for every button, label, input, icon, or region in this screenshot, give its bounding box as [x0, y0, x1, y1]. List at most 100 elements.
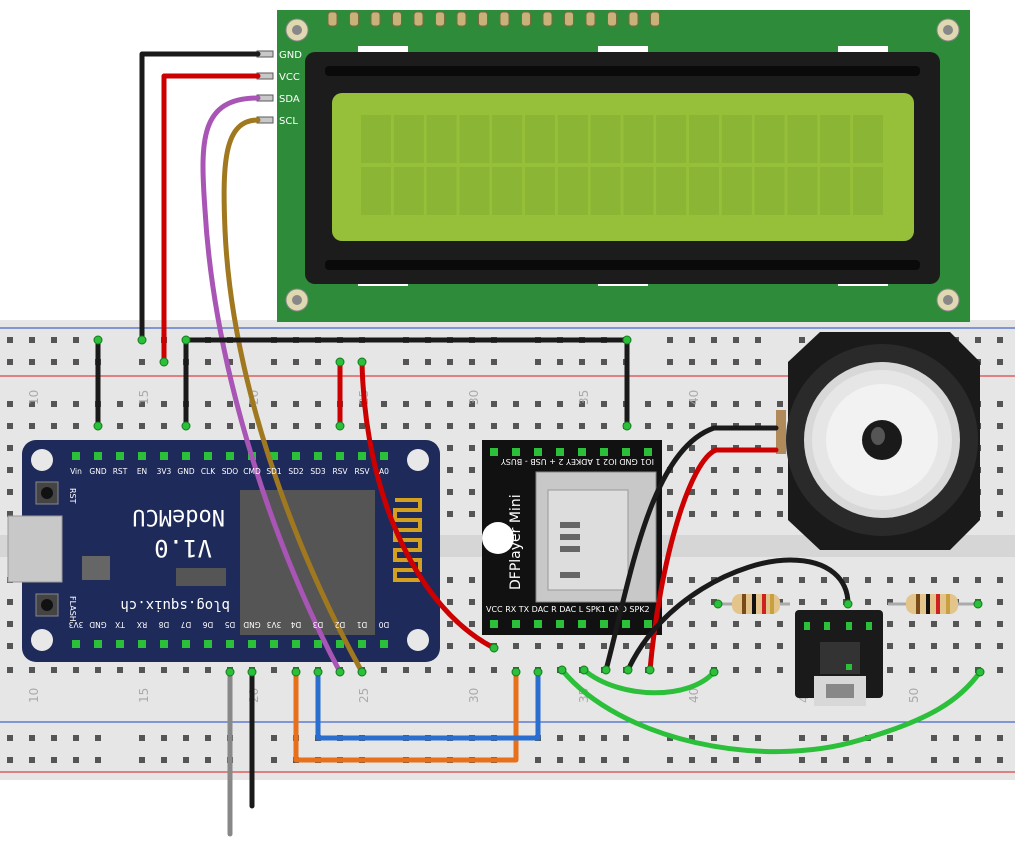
rail-hole — [623, 757, 629, 763]
usb-port[interactable] — [7, 515, 63, 583]
lcd-char-cell — [393, 167, 424, 215]
df-top-pin[interactable] — [556, 448, 564, 456]
rail-hole — [799, 337, 805, 343]
nodemcu-bottom-pin[interactable] — [336, 640, 344, 648]
nodemcu-top-pin[interactable] — [226, 452, 234, 460]
nodemcu-bottom-pin[interactable] — [248, 640, 256, 648]
breadboard-hole — [227, 423, 233, 429]
nodemcu-top-pin[interactable] — [292, 452, 300, 460]
breadboard-hole — [931, 667, 937, 673]
rail-hole — [557, 735, 563, 741]
nodemcu-bottom-pin[interactable] — [116, 640, 124, 648]
breadboard-hole — [161, 423, 167, 429]
breadboard-hole — [777, 489, 783, 495]
nodemcu-top-pin[interactable] — [94, 452, 102, 460]
nodemcu-bottom-pin[interactable] — [380, 640, 388, 648]
breadboard-hole — [513, 423, 519, 429]
nodemcu-bottom-pin[interactable] — [138, 640, 146, 648]
df-bottom-pin[interactable] — [512, 620, 520, 628]
nodemcu-bottom-pin[interactable] — [358, 640, 366, 648]
breadboard-hole — [601, 643, 607, 649]
breadboard-hole — [733, 621, 739, 627]
df-top-pin[interactable] — [644, 448, 652, 456]
rail-hole — [293, 359, 299, 365]
rail-hole — [73, 359, 79, 365]
lcd-char-cell — [361, 167, 391, 215]
nodemcu-top-pin[interactable] — [380, 452, 388, 460]
df-bottom-pin[interactable] — [578, 620, 586, 628]
nodemcu-top-pin[interactable] — [116, 452, 124, 460]
rail-hole — [51, 359, 57, 365]
df-bottom-pin[interactable] — [622, 620, 630, 628]
lcd-char-cell — [787, 167, 818, 215]
breadboard-hole — [755, 401, 761, 407]
df-top-pin[interactable] — [600, 448, 608, 456]
breadboard-hole — [997, 643, 1003, 649]
nodemcu-top-pin[interactable] — [314, 452, 322, 460]
df-bottom-pin[interactable] — [534, 620, 542, 628]
wire-end — [601, 665, 611, 675]
nodemcu-bottom-pin-label: D8 — [158, 620, 169, 629]
breadboard-hole — [777, 577, 783, 583]
nodemcu-bottom-pin-label: D5 — [224, 620, 235, 629]
nodemcu-bottom-pin-label: D4 — [290, 620, 301, 629]
nodemcu-top-pin[interactable] — [270, 452, 278, 460]
nodemcu-bottom-pin[interactable] — [226, 640, 234, 648]
rail-hole — [711, 359, 717, 365]
breadboard-hole — [7, 643, 13, 649]
breadboard-hole — [271, 667, 277, 673]
nodemcu-top-pin[interactable] — [336, 452, 344, 460]
wire-end — [843, 599, 853, 609]
nodemcu-bottom-pin[interactable] — [292, 640, 300, 648]
df-top-pin[interactable] — [578, 448, 586, 456]
breadboard-hole — [73, 423, 79, 429]
nodemcu-top-pin[interactable] — [160, 452, 168, 460]
lcd-char-cell — [754, 115, 785, 163]
rail-hole — [95, 735, 101, 741]
lcd-char-cell — [557, 115, 588, 163]
df-bottom-pin[interactable] — [556, 620, 564, 628]
breadboard-hole — [975, 577, 981, 583]
df-top-pin[interactable] — [512, 448, 520, 456]
wire-end — [335, 357, 345, 367]
nodemcu-bottom-pin[interactable] — [314, 640, 322, 648]
nodemcu-top-pin[interactable] — [204, 452, 212, 460]
wire-end — [335, 421, 345, 431]
df-top-pin[interactable] — [622, 448, 630, 456]
breadboard-hole — [733, 667, 739, 673]
nodemcu-top-pin[interactable] — [72, 452, 80, 460]
breadboard-hole — [931, 621, 937, 627]
breadboard-hole — [755, 643, 761, 649]
breadboard-hole — [667, 445, 673, 451]
nodemcu-top-pin-label: GND — [177, 467, 194, 476]
breadboard-hole — [557, 643, 563, 649]
nodemcu-top-pin[interactable] — [182, 452, 190, 460]
nodemcu-bottom-pin[interactable] — [72, 640, 80, 648]
wire-end — [247, 667, 257, 677]
nodemcu-bottom-pin[interactable] — [94, 640, 102, 648]
breadboard-hole — [535, 401, 541, 407]
df-bottom-pin[interactable] — [644, 620, 652, 628]
rail-hole — [579, 757, 585, 763]
lcd-header-pin — [542, 11, 553, 27]
df-bottom-pin[interactable] — [600, 620, 608, 628]
df-top-pin[interactable] — [490, 448, 498, 456]
nodemcu-bottom-pin[interactable] — [270, 640, 278, 648]
df-top-pin[interactable] — [534, 448, 542, 456]
flash-label: FLASH — [68, 596, 77, 622]
nodemcu-top-pin-label: RSV — [354, 467, 370, 476]
df-bottom-pins — [490, 620, 652, 628]
df-bottom-pin[interactable] — [490, 620, 498, 628]
nodemcu-bottom-pin[interactable] — [204, 640, 212, 648]
rail-hole — [931, 735, 937, 741]
rst-label: RST — [68, 488, 77, 504]
breadboard-hole — [733, 511, 739, 517]
nodemcu-bottom-pin[interactable] — [182, 640, 190, 648]
breadboard-hole — [447, 643, 453, 649]
breadboard-hole — [777, 401, 783, 407]
nodemcu-top-pin[interactable] — [358, 452, 366, 460]
nodemcu-bottom-pin[interactable] — [160, 640, 168, 648]
breadboard-hole — [733, 643, 739, 649]
nodemcu-top-pin[interactable] — [138, 452, 146, 460]
breadboard-hole — [425, 401, 431, 407]
